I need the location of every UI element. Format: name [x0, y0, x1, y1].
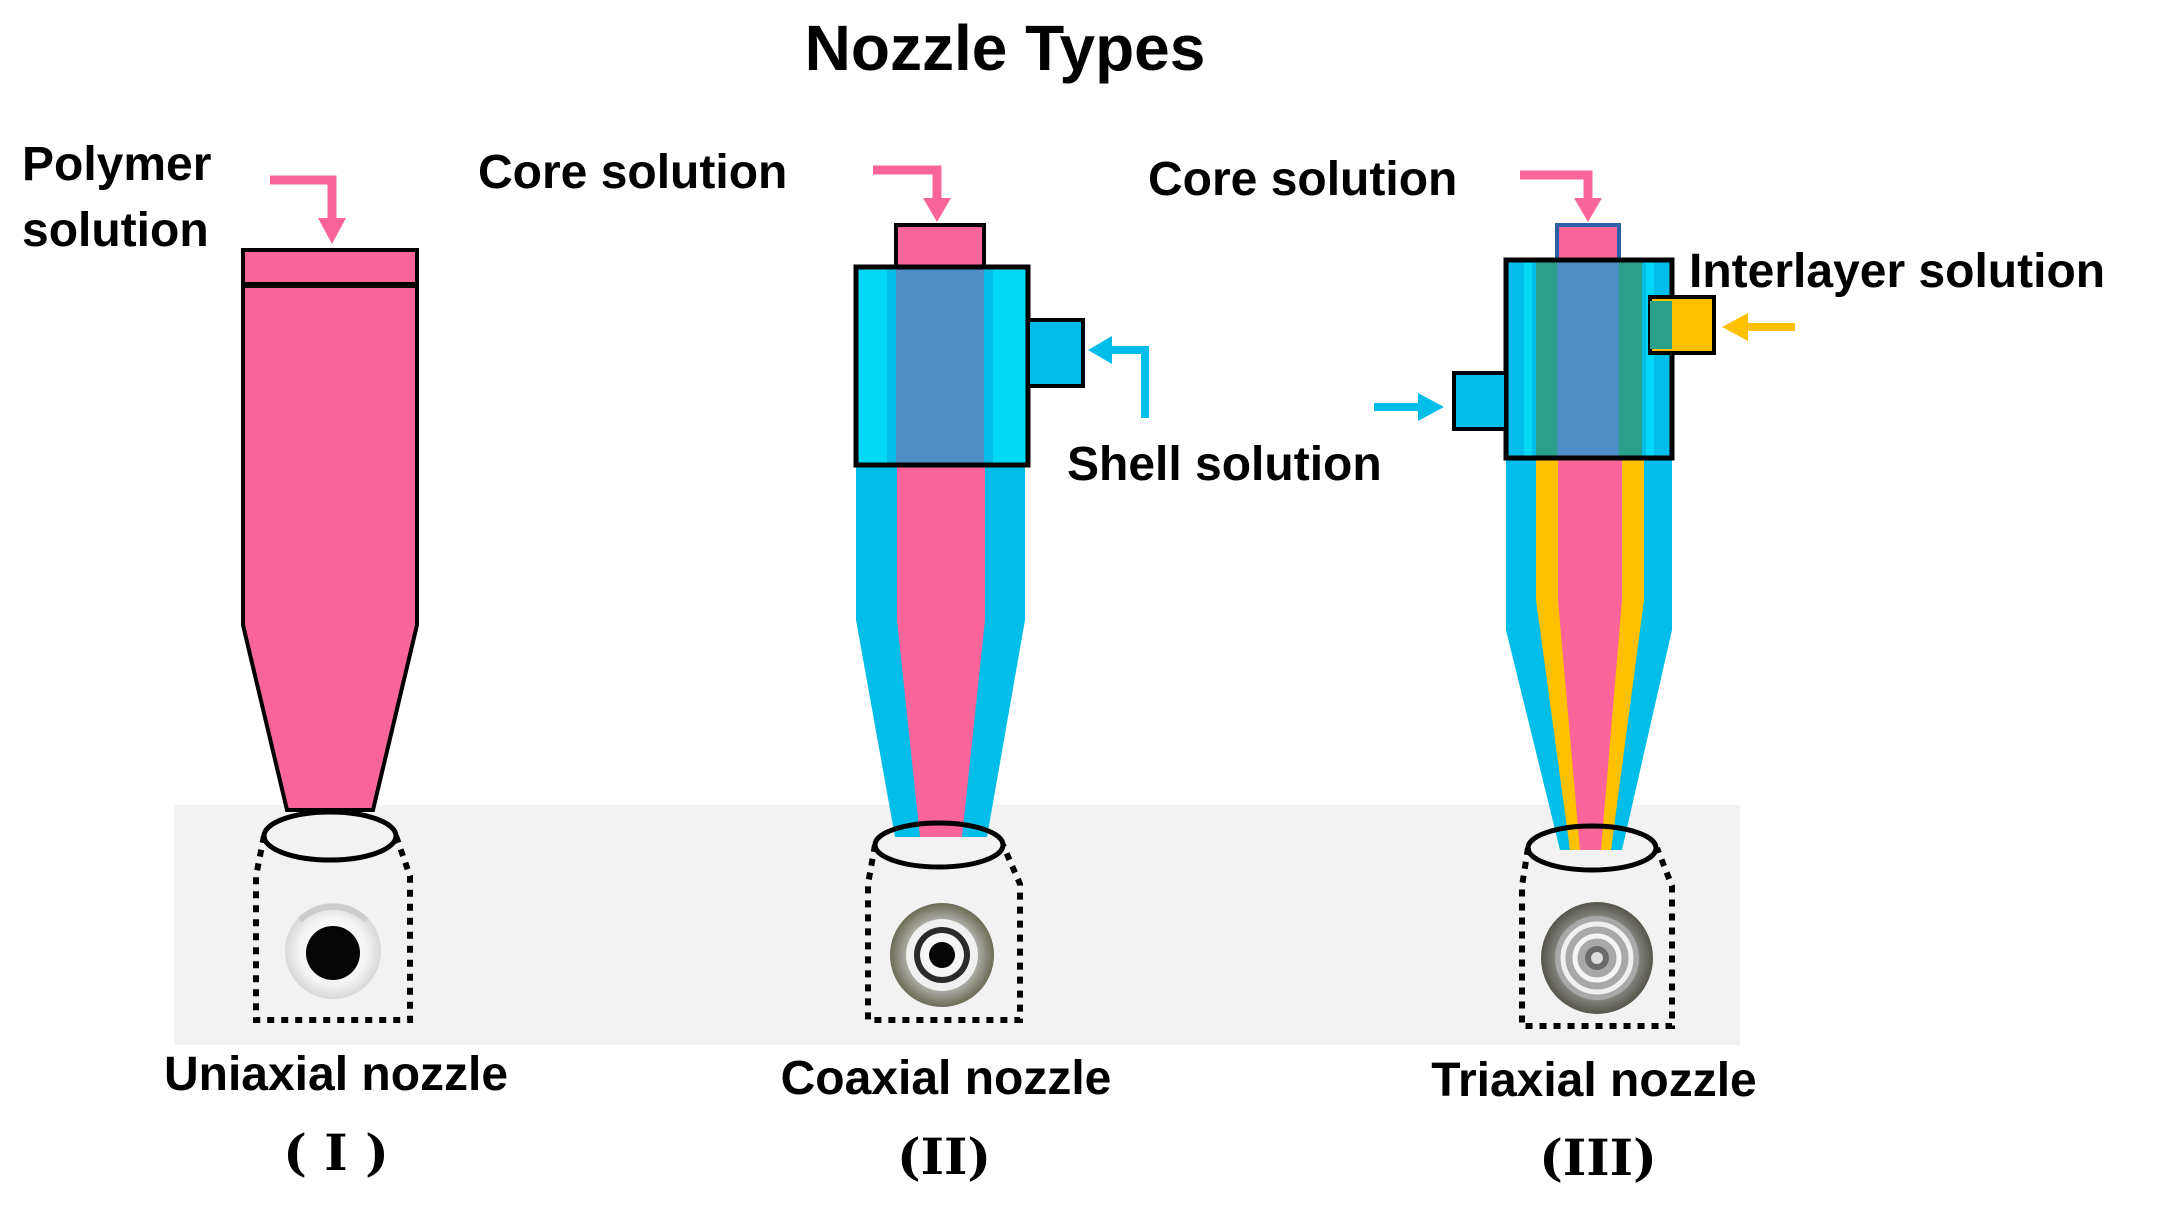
interlayer-solution-label: Interlayer solution [1689, 245, 2105, 298]
triaxial-numeral: (III) [1539, 1128, 1656, 1187]
triaxial-core-solution-label: Core solution [1148, 153, 1457, 206]
coaxial-shell-solution-label: Shell solution [1067, 438, 1382, 491]
uniaxial-nozzle-label: Uniaxial nozzle [164, 1048, 508, 1101]
triaxial-upper-housing [1503, 257, 1675, 461]
triaxial-core-input-arrow [1520, 170, 1593, 202]
coaxial-nozzle [853, 223, 1085, 1023]
polymer-solution-label-line2: solution [22, 204, 209, 257]
coaxial-core-solution-label: Core solution [478, 146, 787, 199]
coaxial-core-input-arrow [873, 165, 942, 202]
coaxial-core-taper [897, 465, 985, 837]
triaxial-nozzle-label: Triaxial nozzle [1431, 1054, 1756, 1107]
diagram-title: Nozzle Types [805, 12, 1206, 84]
coaxial-nozzle-label: Coaxial nozzle [781, 1052, 1112, 1105]
uniaxial-nozzle-cap [241, 248, 419, 287]
polymer-solution-label: Polymer [22, 138, 211, 191]
triaxial-core-taper [1558, 458, 1622, 850]
uniaxial-nozzle-body [241, 283, 419, 812]
triaxial-nozzle [1452, 223, 1716, 1029]
uniaxial-nozzle [241, 248, 419, 1023]
coaxial-numeral: (II) [897, 1127, 991, 1186]
triaxial-core-cap [1555, 223, 1621, 262]
uniaxial-numeral: ( I ) [283, 1123, 389, 1182]
triaxial-zoom-box [1519, 846, 1675, 1029]
coaxial-shell-port [1026, 318, 1085, 388]
uniaxial-zoom-box [253, 835, 413, 1023]
triaxial-shell-port [1452, 371, 1508, 431]
coaxial-zoom-box [865, 843, 1023, 1023]
coaxial-shell-input-arrow [1110, 346, 1149, 418]
polymer-input-arrow [270, 175, 337, 222]
coaxial-core-cap [894, 223, 986, 269]
